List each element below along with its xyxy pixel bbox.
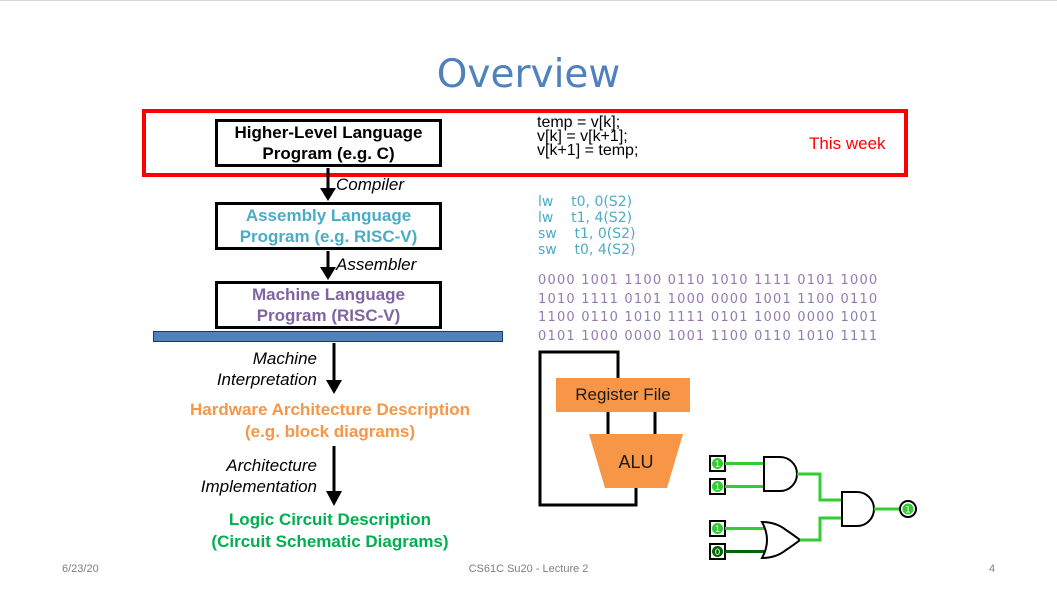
register-file-block: Register File	[556, 378, 690, 412]
this-week-label: This week	[809, 134, 886, 153]
and-gate-2	[841, 491, 875, 527]
interpretation-arrow	[326, 343, 342, 394]
pin-digit-1: 1	[715, 460, 721, 470]
compiler-label: Compiler	[336, 175, 405, 194]
logic-description: Logic Circuit Description (Circuit Schem…	[211, 510, 449, 551]
footer-date: 6/23/20	[62, 563, 99, 575]
pin-digit-4: 0	[715, 548, 721, 558]
slide-title: Overview	[436, 52, 621, 97]
c-code: temp = v[k]; v[k] = v[k+1]; v[k+1] = tem…	[537, 114, 639, 159]
pin-digit-2: 1	[715, 483, 721, 493]
assembly-code: lw t0, 0(S2) lw t1, 4(S2) sw t1, 0(S2) s…	[538, 194, 636, 258]
register-file-label: Register File	[575, 385, 671, 404]
output-digit: 1	[905, 506, 911, 516]
input-pin-2	[709, 478, 726, 495]
input-pin-4	[709, 543, 726, 560]
asm-box: Assembly Language Program (e.g. RISC-V)	[215, 202, 442, 250]
interpretation-label: Machine Interpretation	[216, 349, 317, 389]
machine-box: Machine Language Program (RISC-V)	[215, 281, 442, 329]
binary-code: 0000 1001 1100 0110 1010 1111 0101 1000 …	[538, 273, 879, 344]
and-gate-1	[763, 456, 798, 492]
footer-course: CS61C Su20 - Lecture 2	[468, 563, 589, 575]
assembler-arrow	[320, 251, 336, 280]
input-pin-3	[709, 520, 726, 537]
output-pin	[899, 500, 917, 518]
abstraction-bar	[153, 331, 503, 342]
alu-block	[589, 434, 683, 488]
implementation-arrow	[326, 446, 342, 506]
footer-page-number: 4	[989, 563, 996, 575]
alu-label: ALU	[618, 452, 654, 472]
or-gate	[760, 520, 802, 560]
top-rule	[0, 0, 1057, 1]
compiler-arrow	[320, 168, 336, 201]
implementation-label: Architecture Implementation	[200, 456, 317, 496]
hll-box: Higher-Level Language Program (e.g. C)	[215, 119, 442, 167]
assembler-label: Assembler	[336, 255, 417, 274]
hardware-description: Hardware Architecture Description (e.g. …	[190, 400, 470, 441]
pin-digit-3: 1	[715, 525, 721, 535]
this-week-highlight	[142, 109, 908, 177]
